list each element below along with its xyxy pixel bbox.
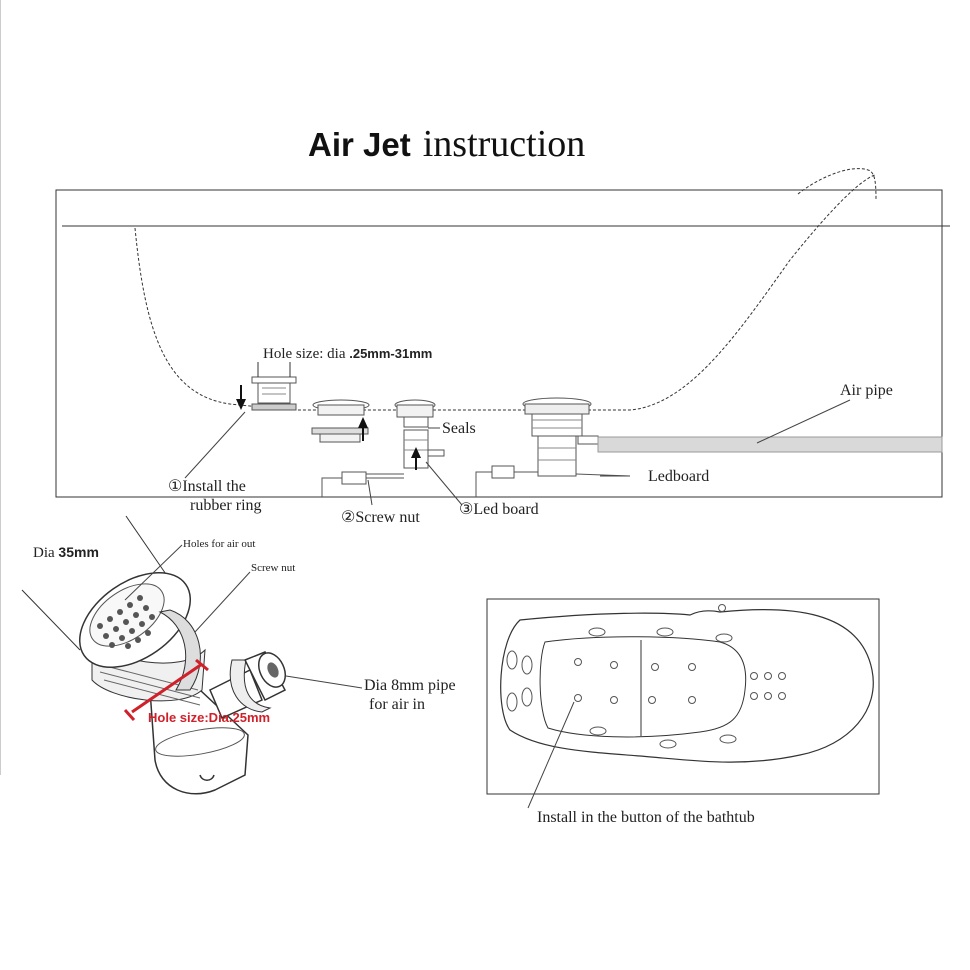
jet-part-3 <box>394 399 445 469</box>
rubber-ring-part <box>251 362 297 411</box>
air-pipe-label: Air pipe <box>840 382 893 399</box>
tub-inner-outline <box>539 636 747 738</box>
hole-size-dia-label: Hole size:Dia.25mm <box>148 710 270 725</box>
bathtub-icon <box>486 598 880 809</box>
tub-interior-outline <box>134 174 876 411</box>
jet-part-2 <box>311 399 370 443</box>
faucet-outline <box>797 168 877 201</box>
side-inlet-pipe <box>209 651 287 719</box>
assembled-jet <box>522 397 599 477</box>
pipe-label-line1: Dia 8mm pipe <box>364 677 456 694</box>
leader-lines <box>184 399 851 506</box>
install-leader <box>527 701 575 809</box>
pipe-label-line2: for air in <box>369 696 425 713</box>
tub-section-frame <box>55 189 943 498</box>
holes-air-out-label: Holes for air out <box>183 538 255 550</box>
hole-size-arrow <box>123 658 209 722</box>
step2-label: ②Screw nut <box>341 509 420 526</box>
step1-label-line1: ①Install the <box>168 478 246 495</box>
install-bottom-label: Install in the button of the bathtub <box>537 809 755 826</box>
rubber-ring <box>251 403 297 411</box>
page-title: Air Jet instruction <box>308 122 585 166</box>
screw-nut-label: Screw nut <box>251 562 295 574</box>
step3-label: ③Led board <box>459 501 539 518</box>
tub-top-frame <box>486 598 880 795</box>
title-regular: instruction <box>422 123 586 165</box>
air-jet-icon <box>21 515 363 795</box>
title-bold: Air Jet <box>308 126 411 163</box>
hole-size-label: Hole size: dia .25mm-31mm <box>263 346 432 362</box>
dia-label: Dia 35mm <box>33 544 99 561</box>
up-arrow-icon <box>358 417 368 441</box>
step1-label-line2: rubber ring <box>190 497 262 514</box>
tub-section: Hole size: dia .25mm-31mm Seals Air pipe… <box>55 168 950 526</box>
down-arrow-icon <box>236 385 246 410</box>
tub-outline <box>500 608 874 763</box>
seals-label: Seals <box>442 420 476 437</box>
up-arrow-icon <box>411 447 421 470</box>
air-pipe <box>597 436 943 453</box>
ledboard-label: Ledboard <box>648 468 709 485</box>
